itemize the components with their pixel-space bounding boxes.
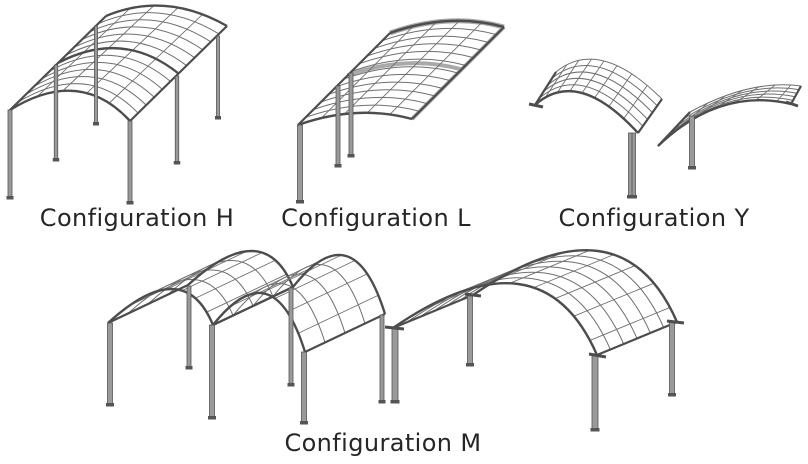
configuration-m-drawing-twin-vault [106, 249, 387, 425]
configuration-l-drawing [296, 18, 506, 204]
configuration-y-label: Configuration Y [558, 204, 750, 232]
configuration-h-label: Configuration H [39, 204, 235, 232]
configuration-m-label: Configuration M [284, 429, 482, 457]
configuration-l-label: Configuration L [281, 204, 471, 232]
configuration-y-drawing [528, 58, 802, 199]
configuration-h-drawing [6, 4, 228, 205]
configuration-m-drawing-wide-span [384, 249, 685, 432]
